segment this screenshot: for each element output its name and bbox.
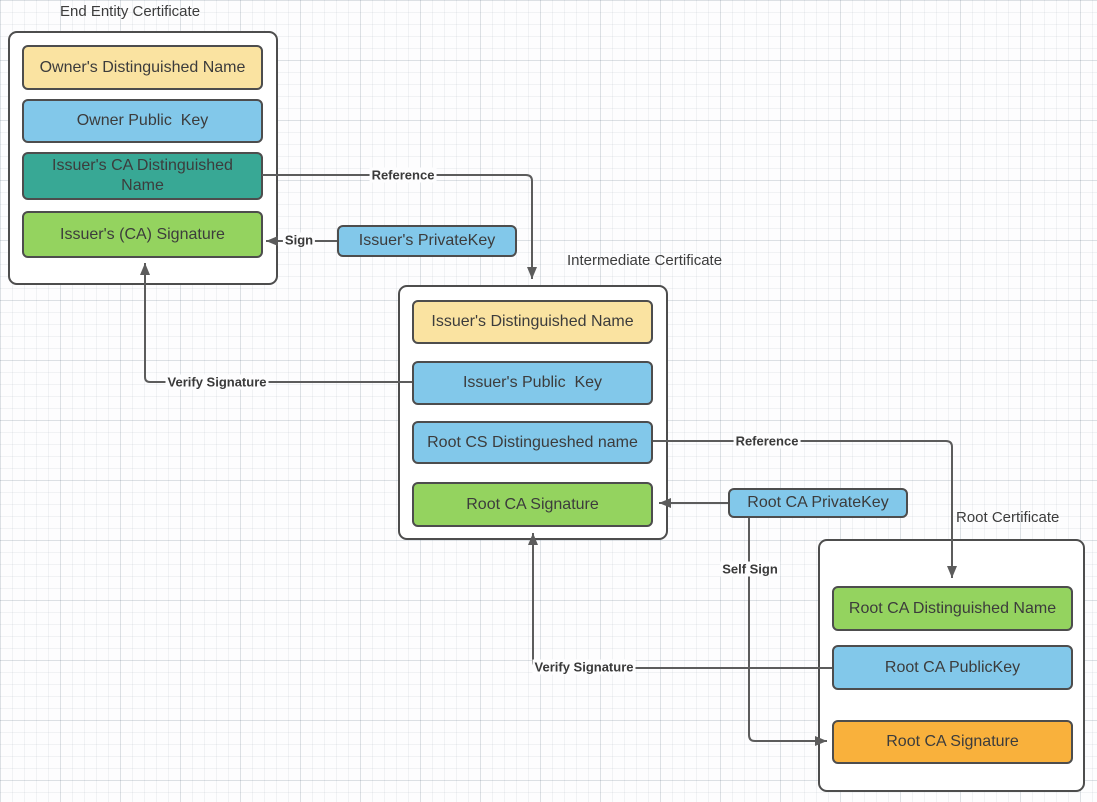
self-sign-arrow [748,518,827,746]
field-root-ca-distinguished-name: Root CA Distinguished Name [832,586,1073,631]
connector-label-sign: Sign [282,232,316,248]
field-issuers-ca-distinguished-name: Issuer's CA Distinguished Name [22,152,263,200]
connector-label-reference-2: Reference [733,433,801,449]
field-issuers-privatekey: Issuer's PrivateKey [337,225,517,257]
field-issuers-distinguished-name: Issuer's Distinguished Name [412,300,653,344]
connector-label-reference-1: Reference [369,167,437,183]
verify-signature-arrow-1 [140,263,412,383]
field-root-ca-signature-intermediate: Root CA Signature [412,482,653,527]
field-root-ca-signature-root: Root CA Signature [832,720,1073,764]
field-root-cs-distingueshed-name: Root CS Distingueshed name [412,421,653,464]
field-root-ca-publickey: Root CA PublicKey [832,645,1073,690]
reference-arrow-2 [653,440,957,578]
field-issuers-public-key: Issuer's Public Key [412,361,653,405]
end-entity-certificate-title: End Entity Certificate [59,3,201,20]
field-issuers-ca-signature: Issuer's (CA) Signature [22,211,263,258]
connector-label-verify-signature-2: Verify Signature [532,659,636,675]
reference-arrow-1 [262,174,537,279]
intermediate-certificate-title: Intermediate Certificate [567,252,723,269]
field-root-ca-privatekey: Root CA PrivateKey [728,488,908,518]
field-owner-public-key: Owner Public Key [22,99,263,143]
root-certificate-title: Root Certificate [956,509,1060,526]
connector-label-self-sign: Self Sign [720,561,780,577]
field-owners-distinguished-name: Owner's Distinguished Name [22,45,263,90]
connector-label-verify-signature-1: Verify Signature [165,374,269,390]
verify-signature-arrow-2 [528,533,832,669]
